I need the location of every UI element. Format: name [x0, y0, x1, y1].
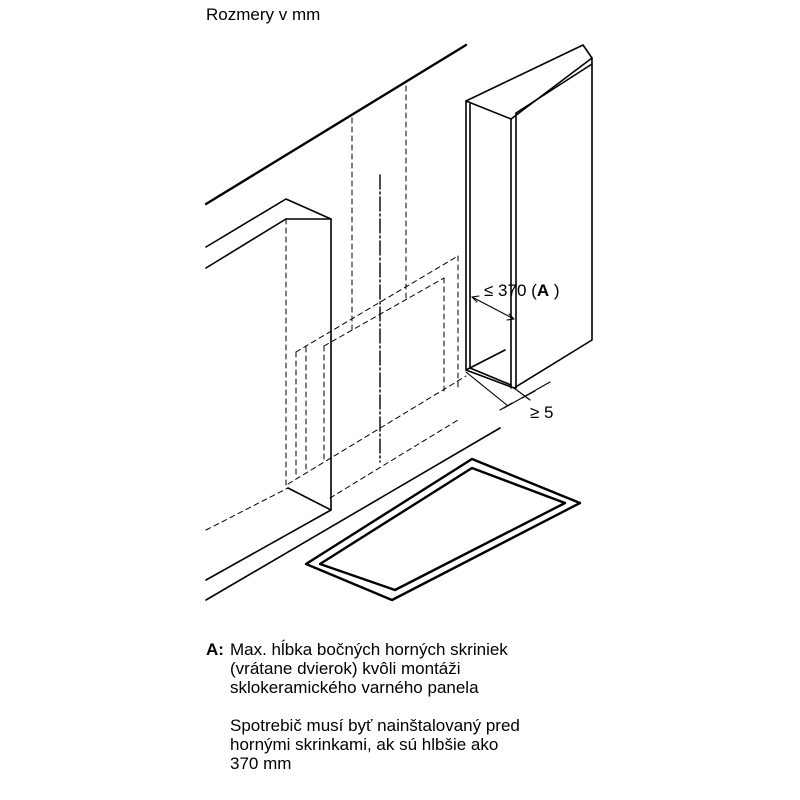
drawing-caption: Rozmery v mm	[206, 5, 321, 24]
legend-line: Max. hĺbka bočných horných skriniek	[230, 640, 508, 659]
legend-spacer	[230, 697, 786, 716]
left-wall-cabinet	[205, 198, 501, 601]
legend-text: Max. hĺbka bočných horných skriniek (vrá…	[230, 640, 786, 773]
ceiling-edge	[204, 43, 468, 206]
legend-line: Spotrebič musí byť nainštalovaný pred	[230, 716, 520, 735]
legend-line: 370 mm	[230, 754, 292, 773]
hidden-lines	[205, 85, 467, 531]
dimension-gap	[465, 371, 551, 411]
legend: A: Max. hĺbka bočných horných skriniek (…	[206, 640, 786, 773]
legend-item-a: A: Max. hĺbka bočných horných skriniek (…	[206, 640, 786, 773]
legend-key: A:	[206, 640, 224, 659]
depth-label-prefix: ≤ 370 (	[484, 281, 537, 300]
depth-label-ref: A	[537, 281, 549, 300]
legend-line: hornými skrinkami, ak sú hlbšie ako	[230, 735, 499, 754]
gap-label: ≥ 5	[530, 403, 554, 422]
legend-line: sklokeramického varného panela	[230, 678, 479, 697]
right-wall-cabinet	[465, 44, 593, 389]
cooktop	[304, 457, 582, 602]
depth-label: ≤ 370 (A )	[484, 281, 559, 300]
legend-line: (vrátane dvierok) kvôli montáži	[230, 659, 461, 678]
depth-label-suffix: )	[549, 281, 559, 300]
dimension-depth	[471, 295, 515, 321]
